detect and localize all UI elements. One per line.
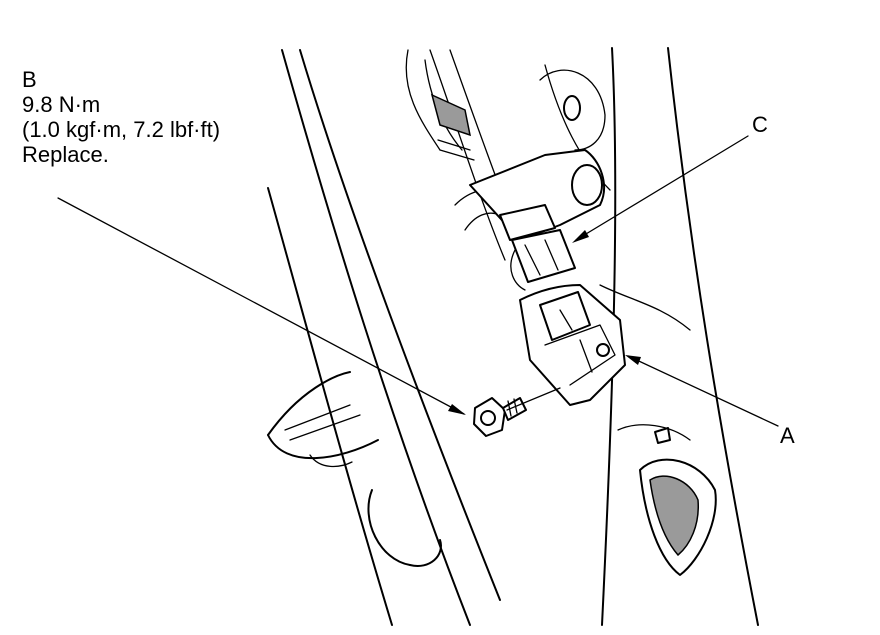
callout-b: B 9.8 N·m (1.0 kgf·m, 7.2 lbf·ft) Replac… bbox=[22, 67, 220, 167]
leader-lines bbox=[57, 135, 779, 427]
pillar-hatching bbox=[430, 93, 475, 161]
callout-b-torque-alt: (1.0 kgf·m, 7.2 lbf·ft) bbox=[22, 117, 221, 142]
door-panel-outline bbox=[267, 47, 759, 626]
callout-b-torque-nm: 9.8 N·m bbox=[22, 92, 101, 117]
connector-c bbox=[499, 204, 576, 291]
latch-opening bbox=[617, 424, 717, 576]
callout-a-letter: A bbox=[780, 423, 795, 448]
callout-b-note: Replace. bbox=[22, 142, 109, 167]
callout-b-letter: B bbox=[22, 67, 37, 92]
sensor-a bbox=[519, 284, 626, 406]
door-handle bbox=[267, 371, 442, 567]
bolt-b bbox=[473, 397, 527, 437]
callout-c-letter: C bbox=[752, 112, 768, 137]
